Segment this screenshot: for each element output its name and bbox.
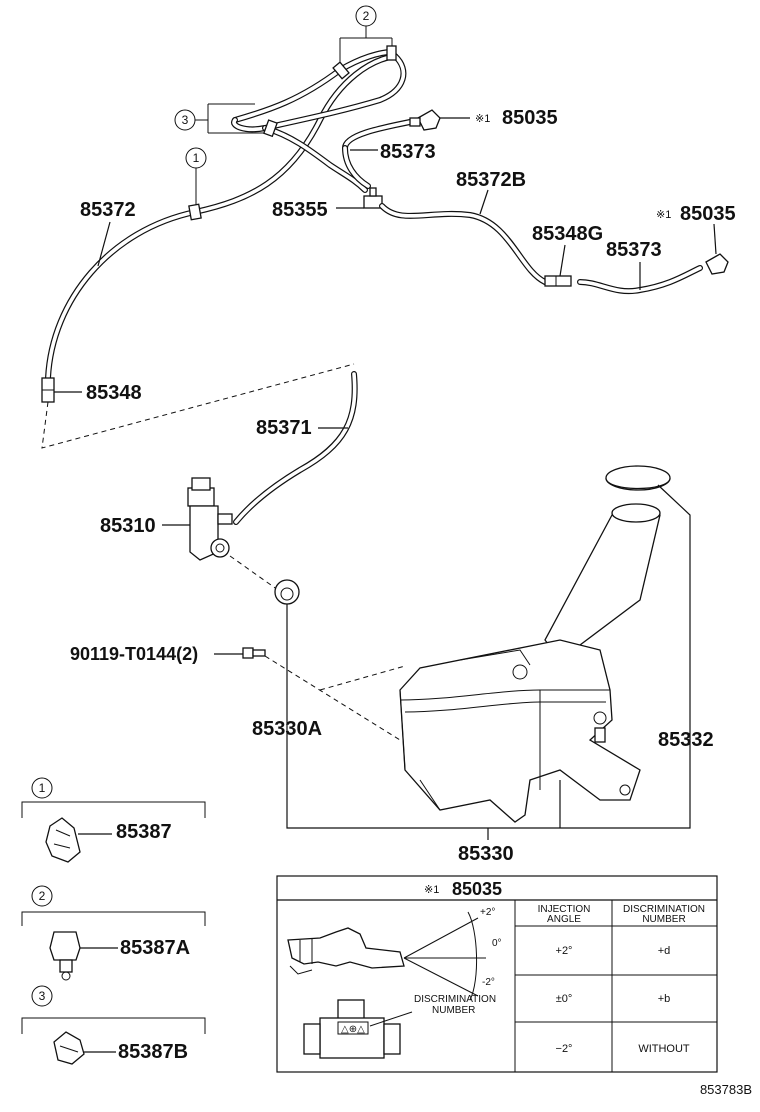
- label-85330[interactable]: 85330: [458, 843, 514, 865]
- legend-clip-1[interactable]: 1 85387: [21, 777, 206, 863]
- callout-3-top[interactable]: 3: [174, 103, 275, 134]
- svg-text:2: 2: [363, 9, 370, 23]
- label-85371[interactable]: 85371: [256, 417, 312, 439]
- label-85372[interactable]: 85372: [80, 199, 136, 221]
- dash-link-85348-85371: [41, 363, 355, 449]
- hose-85371[interactable]: [233, 371, 358, 525]
- svg-text:2: 2: [39, 889, 46, 903]
- label-85387[interactable]: 85387: [116, 821, 172, 843]
- svg-text:1: 1: [193, 151, 200, 165]
- leader-85348G: [559, 244, 566, 277]
- nozzle-85035-right[interactable]: [705, 253, 729, 275]
- label-85348G[interactable]: 85348G: [532, 223, 603, 245]
- check-valve-85355[interactable]: [363, 187, 383, 209]
- grommet-85330A[interactable]: [274, 579, 300, 605]
- inset-disc-label-2: NUMBER: [432, 1005, 475, 1016]
- inset-connector-drawing: △⊕△: [303, 999, 413, 1059]
- callout-2-top[interactable]: 2: [339, 5, 393, 70]
- dash-link-tank-top: [319, 665, 406, 691]
- nozzle-inset-panel: ※1 85035 +2° 0° -2° △⊕△ DISCRIMINATION N…: [276, 875, 718, 1073]
- inset-disc-label-1: DISCRIMINATION: [414, 994, 496, 1005]
- inset-row-number: WITHOUT: [638, 1043, 690, 1055]
- inset-row-angle: ±0°: [556, 993, 573, 1005]
- label-85372B[interactable]: 85372B: [456, 169, 526, 191]
- inset-title-mark: ※1: [424, 884, 439, 896]
- diagram-code: 853783B: [700, 1082, 752, 1097]
- inset-row-angle: +2°: [556, 945, 573, 957]
- svg-text:1: 1: [39, 781, 46, 795]
- inset-angle-zero: 0°: [492, 938, 502, 949]
- pump-85310[interactable]: [187, 477, 233, 561]
- joint-85348[interactable]: [41, 377, 55, 403]
- inset-col2-header-1: DISCRIMINATION: [623, 904, 705, 915]
- hose-85372[interactable]: [45, 45, 407, 381]
- leader-85035-right: [713, 223, 717, 255]
- inset-angle-plus: +2°: [480, 907, 495, 918]
- inset-col1-header-2: ANGLE: [547, 914, 581, 925]
- inset-row-angle: −2°: [556, 1043, 573, 1055]
- callout-1-top[interactable]: 1: [185, 147, 207, 210]
- inset-col1-header-1: INJECTION: [538, 904, 591, 915]
- leader-85332: [560, 484, 691, 829]
- label-85373-right[interactable]: 85373: [606, 239, 662, 261]
- nozzle-85035-top[interactable]: [409, 109, 441, 131]
- leader-85372B: [479, 189, 489, 215]
- svg-text:3: 3: [182, 113, 189, 127]
- legend-clip-3[interactable]: 3 85387B: [21, 985, 206, 1065]
- label-85348[interactable]: 85348: [86, 382, 142, 404]
- inset-col2-header-2: NUMBER: [642, 914, 685, 925]
- dash-link-pump-grommet: [229, 555, 279, 591]
- inset-title-part: 85035: [452, 879, 502, 899]
- leader-85372: [97, 221, 111, 267]
- legend-clip-2[interactable]: 2 85387A: [21, 885, 206, 981]
- label-85035-top[interactable]: 85035: [502, 107, 558, 129]
- bolt-90119[interactable]: [242, 647, 266, 659]
- label-85310[interactable]: 85310: [100, 515, 156, 537]
- label-85387B[interactable]: 85387B: [118, 1041, 188, 1063]
- leader-85330A: [286, 604, 560, 829]
- note-mark-right: ※1: [656, 209, 671, 221]
- label-85373-top[interactable]: 85373: [380, 141, 436, 163]
- svg-text:3: 3: [39, 989, 46, 1003]
- inset-angle-minus: -2°: [482, 977, 495, 988]
- hose-85373-top[interactable]: [342, 119, 413, 189]
- hose-85372B[interactable]: [379, 203, 548, 285]
- cap-85332[interactable]: [605, 465, 671, 491]
- label-85035-right[interactable]: 85035: [680, 203, 736, 225]
- label-85330A[interactable]: 85330A: [252, 718, 322, 740]
- label-85332[interactable]: 85332: [658, 729, 714, 751]
- inset-row-number: +b: [658, 993, 671, 1005]
- joint-85348G[interactable]: [544, 275, 572, 287]
- note-mark-top: ※1: [475, 113, 490, 125]
- tank-85330[interactable]: [399, 503, 661, 823]
- inset-chip-text: △⊕△: [341, 1024, 365, 1035]
- inset-nozzle-drawing: [287, 911, 486, 1001]
- label-85387A[interactable]: 85387A: [120, 937, 190, 959]
- label-90119[interactable]: 90119-T0144(2): [70, 644, 198, 664]
- inset-row-number: +d: [658, 945, 671, 957]
- label-85355[interactable]: 85355: [272, 199, 328, 221]
